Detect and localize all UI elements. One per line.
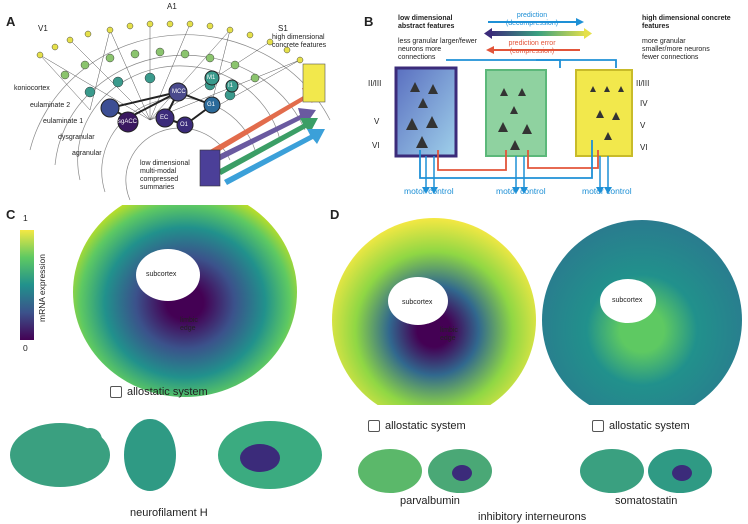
colorbar-max: 1 — [23, 213, 28, 223]
low-dim-desc: less granular larger/fewer neurons more … — [398, 38, 477, 61]
prediction-label: prediction (decompression) — [505, 12, 559, 27]
caption-somatostatin: somatostatin — [615, 495, 678, 507]
motor-control-3: motor control — [582, 186, 632, 196]
caption-inhibitory: inhibitory interneurons — [478, 511, 587, 523]
prediction-error-label: prediction error (compression) — [508, 40, 556, 55]
panel-c: C 1 0 mRNA expression subcortex limbic e… — [0, 205, 330, 524]
panel-a: A — [0, 0, 355, 205]
node-sgacc: sgACC — [118, 119, 138, 125]
high-dim-title: high dimensional concrete features — [642, 15, 731, 30]
node-s1: S1 — [278, 24, 288, 33]
layer-left-2-3: II/III — [368, 79, 382, 88]
low-dim-title: low dimensional abstract features — [398, 15, 455, 30]
flatmap-neurofilament — [73, 205, 297, 452]
caption-parvalbumin: parvalbumin — [400, 495, 460, 507]
node-o1: O1 — [180, 122, 189, 128]
node-mcc: MCC — [172, 89, 186, 95]
panel-b: B low dimensional abstract features less… — [360, 0, 748, 205]
subcortex-label-d2: subcortex — [612, 297, 643, 304]
layer-right-2-3: II/III — [636, 79, 650, 88]
node-v1: V1 — [38, 24, 48, 33]
layer-right-6: VI — [640, 143, 648, 152]
node-g1: G1 — [207, 102, 216, 108]
node-m1: M1 — [207, 75, 216, 81]
colorbar — [20, 230, 34, 340]
subcortex-label-c: subcortex — [146, 271, 177, 278]
panel-a-network — [29, 20, 331, 201]
panel-c-label: C — [6, 207, 16, 222]
node-a1: A1 — [167, 2, 177, 11]
high-dim-label: high dimensional concrete features — [272, 34, 327, 49]
allostatic-swatch-d2 — [592, 420, 604, 432]
node-ec: EC — [160, 115, 169, 121]
limbic-edge-d1: limbic edge — [440, 327, 458, 342]
layer-right-4: IV — [640, 99, 648, 108]
brain-surfaces-c — [10, 419, 322, 491]
high-dim-desc: more granular smaller/more neurons fewer… — [642, 38, 710, 61]
allostatic-label-d1: allostatic system — [385, 420, 466, 432]
panel-d: D subcortex limbic edge subcortex allost… — [330, 205, 748, 524]
brain-surfaces-d — [358, 449, 712, 493]
node-i1: I1 — [228, 83, 234, 89]
allostatic-legend-d2: allostatic system — [592, 420, 690, 432]
subcortex-label-d1: subcortex — [402, 299, 433, 306]
allostatic-swatch — [110, 386, 122, 398]
caption-neurofilament: neurofilament H — [130, 507, 208, 519]
low-dim-label: low dimensional multi-modal compressed s… — [140, 160, 190, 191]
motor-control-1: motor control — [404, 186, 454, 196]
ring-koniocortex: koniocortex — [14, 85, 50, 92]
limbic-edge-c: limbic edge — [180, 317, 198, 332]
panel-b-label: B — [364, 14, 374, 29]
ring-dysgranular: dysgranular — [58, 134, 95, 141]
layer-left-6: VI — [372, 141, 380, 150]
panel-a-label: A — [6, 14, 16, 29]
colorbar-min: 0 — [23, 343, 28, 353]
allostatic-label-d2: allostatic system — [609, 420, 690, 432]
layer-left-5: V — [374, 117, 380, 126]
flatmaps-interneurons — [332, 218, 742, 405]
ring-agranular: agranular — [72, 150, 102, 157]
ring-eulaminate-1: eulaminate 1 — [43, 118, 84, 125]
ring-eulaminate-2: eulaminate 2 — [30, 102, 71, 109]
allostatic-legend-c: allostatic system — [110, 386, 208, 398]
motor-control-2: motor control — [496, 186, 546, 196]
layer-right-5: V — [640, 121, 646, 130]
panel-b-diagram — [394, 18, 633, 194]
allostatic-swatch-d1 — [368, 420, 380, 432]
panel-d-label: D — [330, 207, 340, 222]
allostatic-label-c: allostatic system — [127, 386, 208, 398]
allostatic-legend-d1: allostatic system — [368, 420, 466, 432]
